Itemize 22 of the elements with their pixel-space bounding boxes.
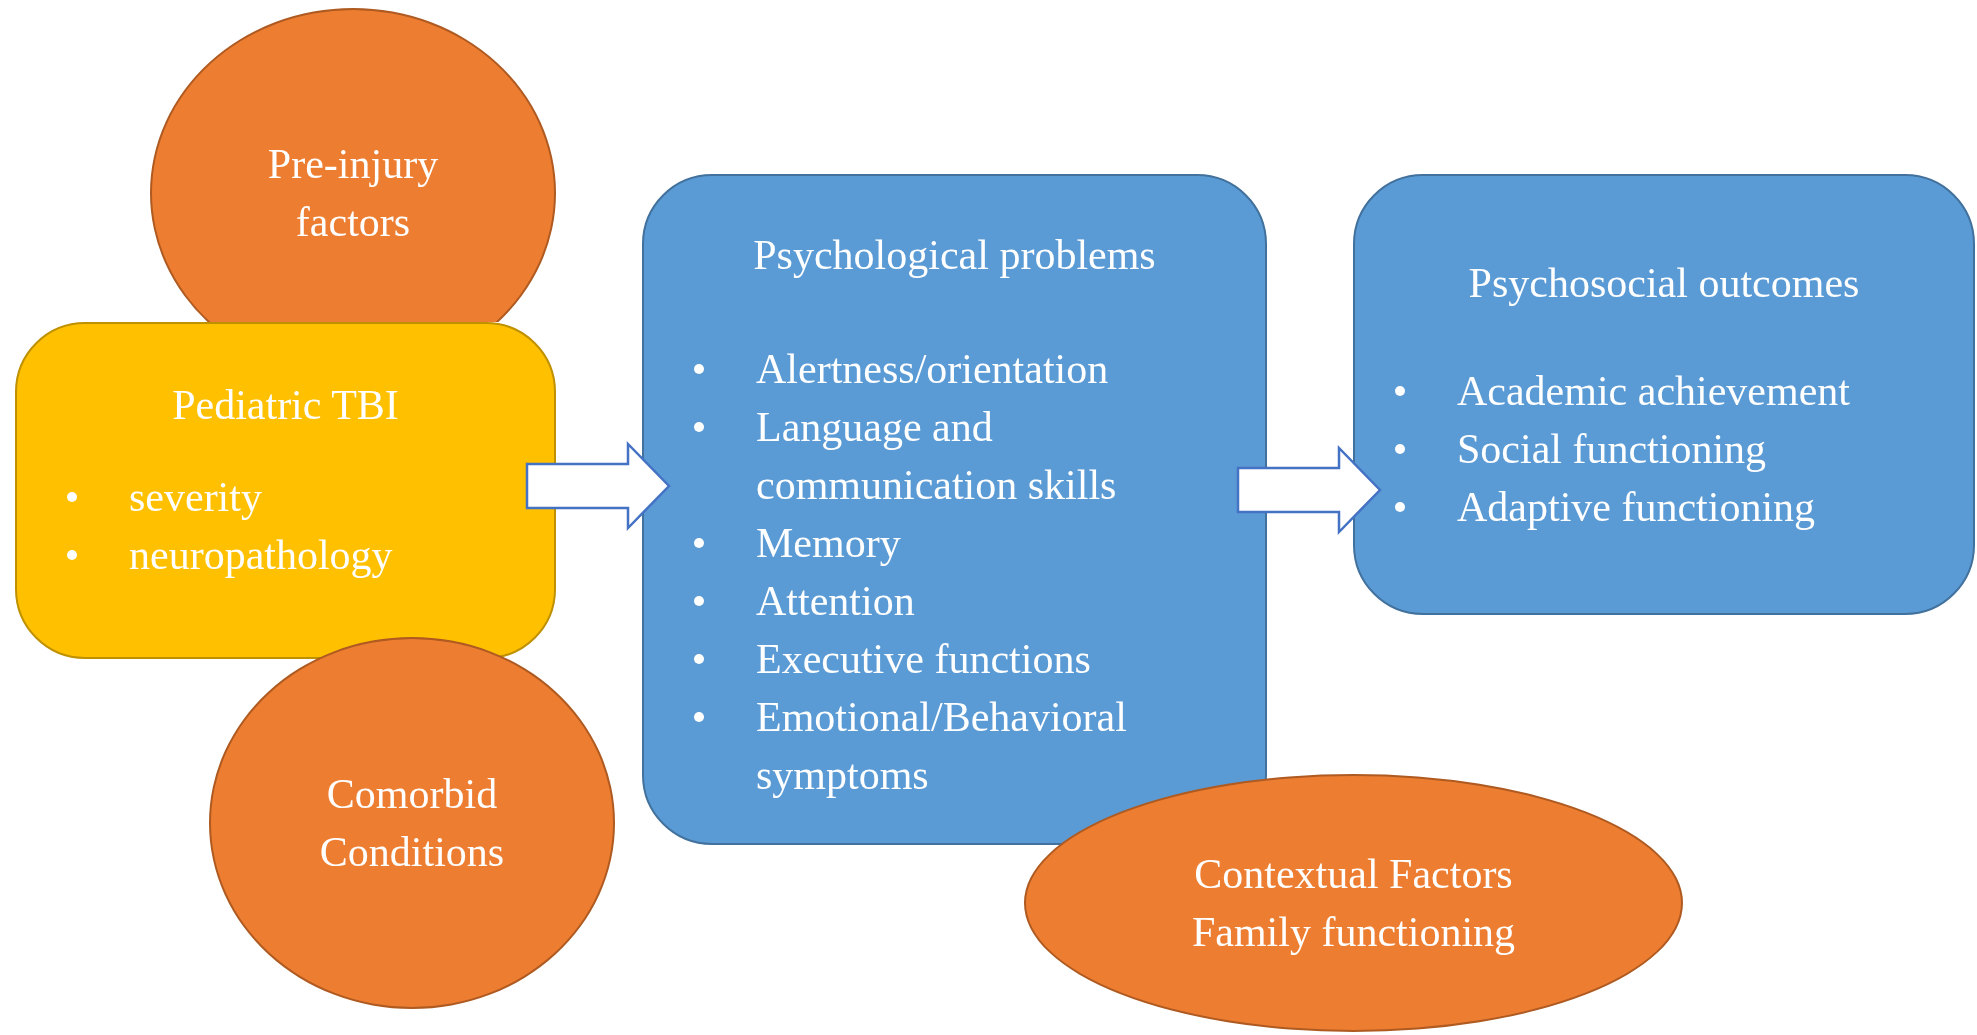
bullet-item: Attention xyxy=(756,578,915,624)
block-arrow xyxy=(1236,444,1382,536)
bullet-item: Alertness/orientation xyxy=(756,346,1109,392)
bullet-item: Language and communication skills xyxy=(756,404,1117,508)
rounded-box xyxy=(642,174,1267,845)
bullet-item: Emotional/Behavioral symptoms xyxy=(756,694,1127,798)
box-title: Psychosocial outcomes xyxy=(1467,259,1861,308)
bullet-item: Executive functions xyxy=(756,636,1091,682)
rounded-box xyxy=(1353,174,1975,615)
rounded-box xyxy=(15,322,556,659)
box-title: Psychological problems xyxy=(752,231,1157,280)
block-arrow xyxy=(525,440,671,532)
bullet-item: Social functioning xyxy=(1457,426,1767,472)
bullet-item: Academic achievement xyxy=(1457,368,1850,414)
ellipse-label: Pre-injury factors xyxy=(266,140,440,247)
bullet-item: Memory xyxy=(756,520,901,566)
box-title: Pediatric TBI xyxy=(171,381,400,430)
ellipse-label: Comorbid Conditions xyxy=(318,770,506,877)
ellipse-label: Contextual Factors Family functioning xyxy=(1190,850,1517,957)
bullet-item: neuropathology xyxy=(129,532,393,578)
bullet-item: Adaptive functioning xyxy=(1457,484,1816,530)
bullet-item: severity xyxy=(129,474,262,520)
